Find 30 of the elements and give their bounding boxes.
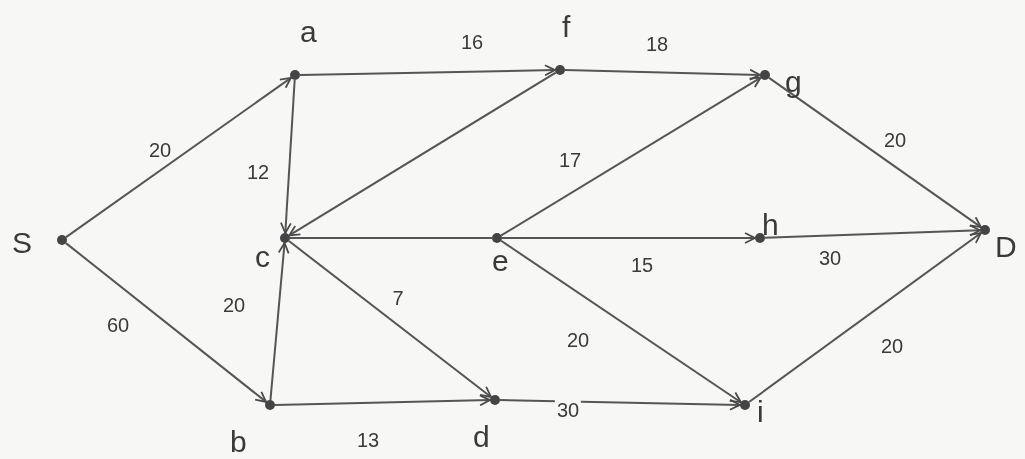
vertex-label: c [255,242,270,272]
arrow [748,231,982,404]
arrow [768,76,982,229]
capacity-label: 7 [390,288,406,308]
vertex-label: f [562,12,571,42]
arrow [65,76,292,239]
vertex-label: g [785,67,802,97]
arrow [500,239,742,404]
vertex-label: i [757,397,764,427]
vertex-label: h [762,210,779,240]
arrow [280,79,296,234]
arrow [288,71,557,237]
arrow [64,242,268,403]
vertex-label: b [230,427,247,457]
arrow [287,240,493,398]
arrow [501,232,756,244]
arrow [764,224,981,239]
vertex-label: S [12,228,32,258]
arrow [299,64,556,77]
capacity-label: 30 [816,248,844,268]
arrow [269,242,290,401]
capacity-label: 30 [554,400,582,420]
arrow [564,68,761,81]
vertex-label: D [995,232,1017,262]
vertex-label: a [300,17,317,47]
vertex-label: d [473,422,490,452]
arrow [274,394,491,407]
vertex-label: e [492,246,509,276]
arrow [500,76,762,237]
arrow [499,398,741,411]
